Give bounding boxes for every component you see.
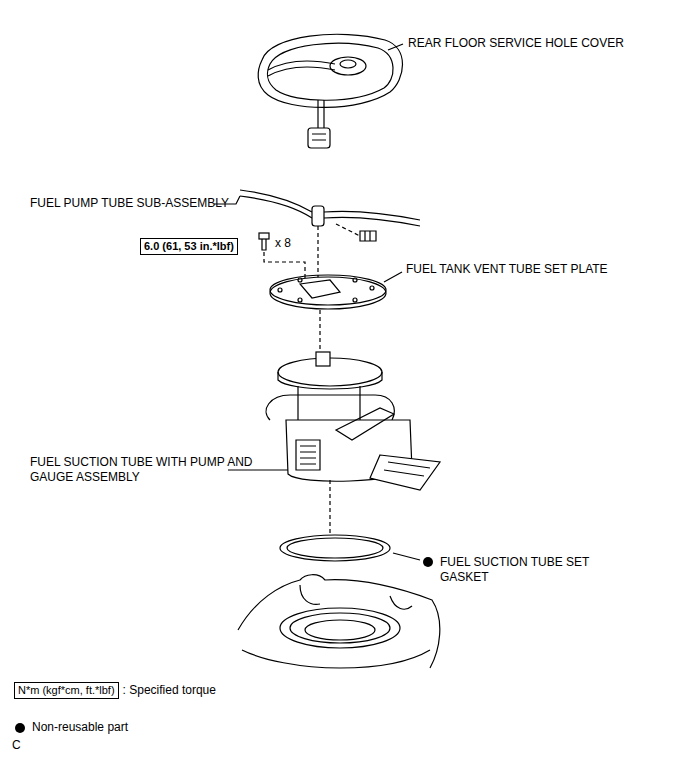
gasket xyxy=(280,535,390,561)
node-text: N*m (kgf*cm, ft.*lbf) xyxy=(18,684,115,696)
part-name: FUEL TANK VENT TUBE SET PLATE xyxy=(406,262,666,277)
leader-line xyxy=(228,469,288,470)
legend-text: : Specified torque xyxy=(123,683,216,698)
non-reusable-dot xyxy=(423,557,433,567)
fuel-tank xyxy=(238,575,440,668)
node-text: 6.0 (61, 53 in.*lbf) xyxy=(144,240,234,252)
part-name: FUEL SUCTION TUBE SET GASKET xyxy=(440,555,590,585)
leader-line xyxy=(393,553,420,560)
torque-box: 6.0 (61, 53 in.*lbf) xyxy=(140,238,238,255)
part-name: FUEL SUCTION TUBE WITH PUMP AND GAUGE AS… xyxy=(30,455,262,485)
service-hole-cover xyxy=(258,34,402,148)
non-reusable-dot xyxy=(15,723,25,733)
vent-tube-set-plate xyxy=(270,275,386,352)
leader-line xyxy=(384,272,402,282)
quantity-label: x 8 xyxy=(275,236,315,251)
unit-box: N*m (kgf*cm, ft.*lbf) xyxy=(14,682,119,699)
pump-assembly xyxy=(266,352,440,535)
figure-code: C xyxy=(12,738,32,753)
part-name: REAR FLOOR SERVICE HOLE COVER xyxy=(408,36,668,51)
leader-line xyxy=(388,44,403,50)
part-name: FUEL PUMP TUBE SUB-ASSEMBLY xyxy=(30,196,230,211)
legend-text: Non-reusable part xyxy=(32,720,128,735)
